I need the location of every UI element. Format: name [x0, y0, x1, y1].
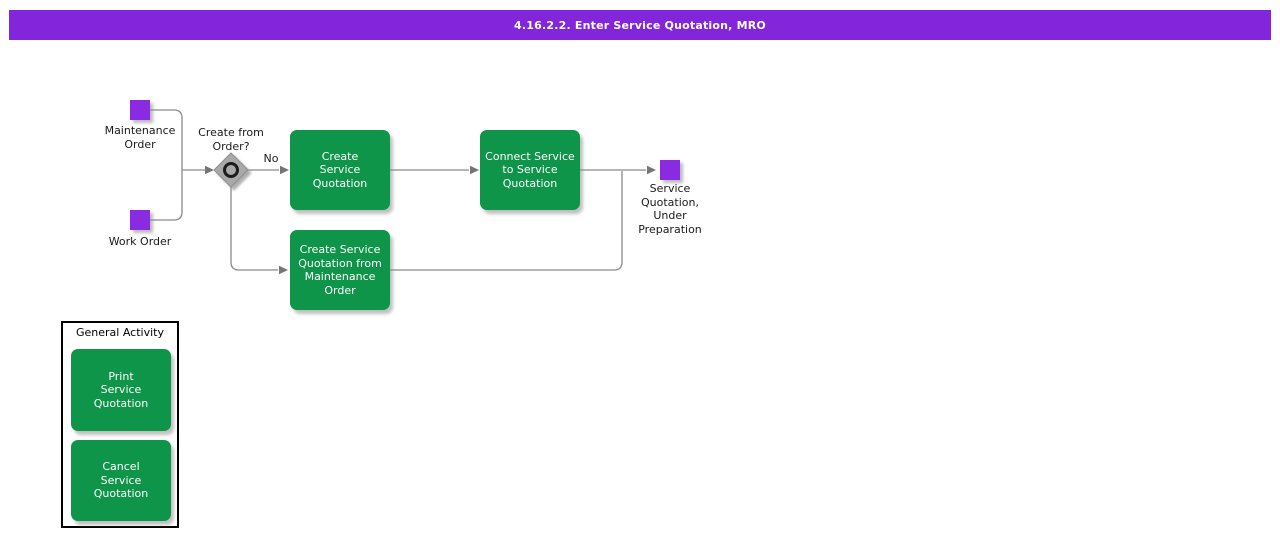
arrowhead-into-create-from [279, 265, 288, 275]
arrowhead-into-event [647, 165, 656, 175]
arrowhead-into-connect [470, 165, 479, 175]
decision-question-label: Create from Order? [198, 126, 264, 153]
activity-connect-service-to-service-quotation[interactable]: Connect Service to Service Quotation [480, 130, 580, 210]
gateway-circle-icon [223, 162, 239, 178]
work-order-event-icon[interactable] [130, 210, 150, 230]
general-activity-title: General Activity [76, 326, 164, 339]
service-quotation-under-preparation-event-icon[interactable] [660, 160, 680, 180]
connector-create-from-to-event [390, 171, 623, 271]
maintenance-order-event-icon[interactable] [130, 100, 150, 120]
activity-create-service-quotation-from-maintenance-order[interactable]: Create Service Quotation from Maintenanc… [290, 230, 390, 310]
connector-gateway-to-create-from [230, 187, 278, 271]
activity-cancel-service-quotation[interactable]: Cancel Service Quotation [71, 440, 171, 521]
activity-print-service-quotation[interactable]: Print Service Quotation [71, 349, 171, 431]
work-order-label: Work Order [108, 235, 172, 248]
arrowhead-into-gateway [205, 165, 214, 175]
connector-maintenance-to-junction [150, 109, 183, 170]
activity-create-service-quotation[interactable]: Create Service Quotation [290, 130, 390, 210]
arrowhead-into-create [280, 165, 289, 175]
maintenance-order-label: Maintenance Order [104, 124, 176, 151]
general-activity-group: General Activity Print Service Quotation… [61, 321, 179, 528]
diagram-title-bar: 4.16.2.2. Enter Service Quotation, MRO [9, 10, 1271, 40]
diagram-title: 4.16.2.2. Enter Service Quotation, MRO [514, 18, 766, 32]
decision-gateway [213, 152, 249, 188]
connector-workorder-to-junction [150, 170, 183, 221]
service-quotation-under-preparation-label: Service Quotation, Under Preparation [638, 182, 702, 236]
decision-no-branch-label: No [263, 152, 279, 165]
